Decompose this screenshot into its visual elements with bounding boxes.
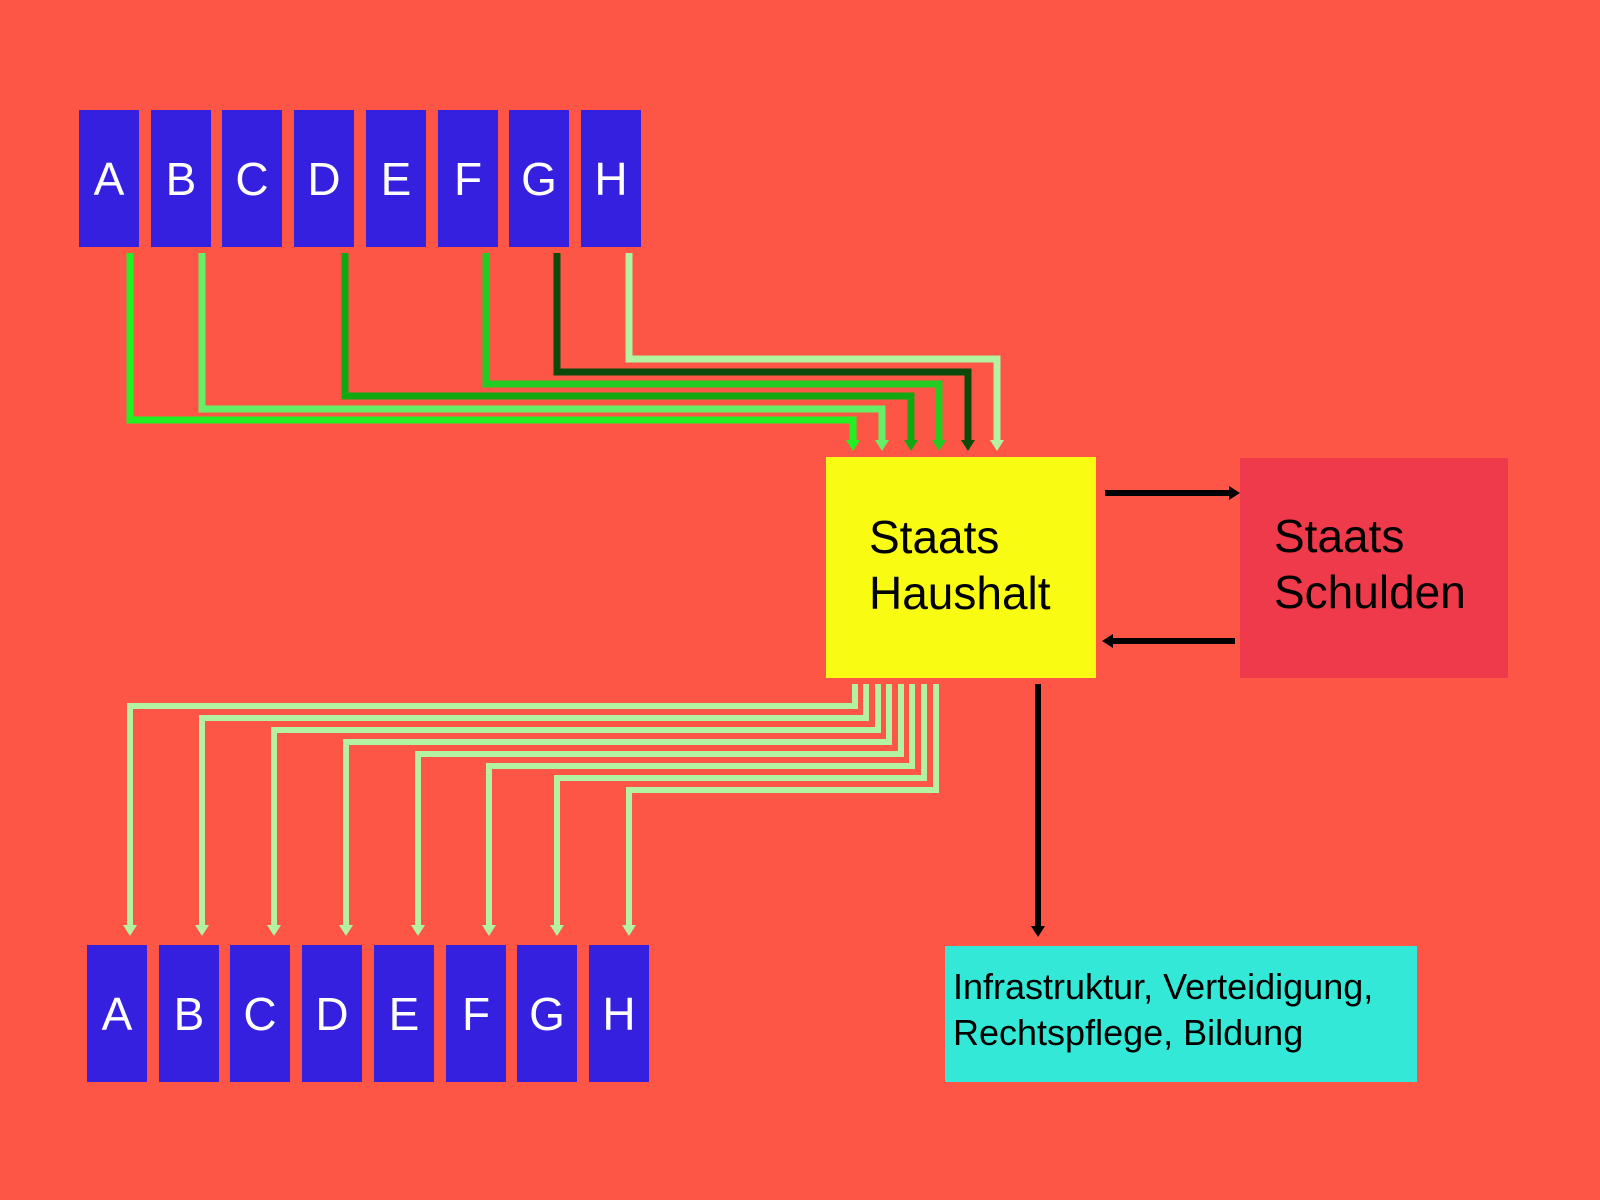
- top-sector-h: H: [581, 110, 641, 247]
- staats-schulden-box: Staats Schulden: [1240, 458, 1508, 678]
- outflow-c-arrow-icon: [267, 925, 281, 936]
- top-sector-b: B: [151, 110, 211, 247]
- inflow-f-arrow-icon: [932, 440, 946, 451]
- outflow-e-arrow-icon: [411, 925, 425, 936]
- inflow-d-arrow-icon: [904, 440, 918, 451]
- outflow-h-line: [626, 684, 939, 926]
- outflow-g-arrow-icon: [550, 925, 564, 936]
- schulden-to-haushalt-arrow-icon: [1102, 634, 1113, 648]
- inflow-h-line: [625, 253, 1001, 441]
- ausgaben-line1: Infrastruktur, Verteidigung,: [953, 966, 1374, 1007]
- inflow-a-line: [126, 253, 857, 441]
- outflow-f-arrow-icon: [482, 925, 496, 936]
- outflow-e-line: [415, 684, 904, 926]
- inflow-b-arrow-icon: [875, 440, 889, 451]
- inflow-g-line: [553, 253, 972, 441]
- inflow-f-line: [482, 253, 943, 441]
- bottom-sector-d: D: [302, 945, 362, 1082]
- haushalt-to-schulden-arrow-icon: [1229, 486, 1240, 500]
- ausgaben-box: Infrastruktur, Verteidigung, Rechtspfleg…: [945, 946, 1417, 1082]
- outflow-h-arrow-icon: [622, 925, 636, 936]
- inflow-d-line: [341, 253, 915, 441]
- inflow-a-arrow-icon: [846, 440, 860, 451]
- bottom-sector-f: F: [446, 945, 506, 1082]
- bottom-sector-b: B: [159, 945, 219, 1082]
- top-sector-c: C: [222, 110, 282, 247]
- inflow-b-line: [198, 253, 886, 441]
- bottom-sector-h: H: [589, 945, 649, 1082]
- top-sector-f: F: [438, 110, 498, 247]
- outflow-c-line: [271, 684, 881, 926]
- outflow-f-line: [486, 684, 915, 926]
- outflow-d-line: [343, 684, 892, 926]
- top-sector-e: E: [366, 110, 426, 247]
- inflow-h-arrow-icon: [990, 440, 1004, 451]
- top-sector-a: A: [79, 110, 139, 247]
- schulden-line2: Schulden: [1274, 566, 1466, 618]
- haushalt-to-ausgaben-arrow-icon: [1031, 926, 1045, 937]
- inflow-g-arrow-icon: [961, 440, 975, 451]
- bottom-sector-g: G: [517, 945, 577, 1082]
- bottom-sector-a: A: [87, 945, 147, 1082]
- outflow-a-line: [127, 684, 858, 926]
- outflow-b-line: [199, 684, 869, 926]
- haushalt-line2: Haushalt: [869, 567, 1051, 619]
- top-sector-d: D: [294, 110, 354, 247]
- schulden-line1: Staats: [1274, 510, 1405, 562]
- outflow-d-arrow-icon: [339, 925, 353, 936]
- top-sector-g: G: [509, 110, 569, 247]
- bottom-sector-c: C: [230, 945, 290, 1082]
- outflow-a-arrow-icon: [123, 925, 137, 936]
- ausgaben-line2: Rechtspflege, Bildung: [953, 1012, 1304, 1053]
- staats-haushalt-box: Staats Haushalt: [826, 457, 1096, 678]
- outflow-b-arrow-icon: [195, 925, 209, 936]
- haushalt-line1: Staats: [869, 511, 1000, 563]
- outflow-g-line: [554, 684, 927, 926]
- bottom-sector-e: E: [374, 945, 434, 1082]
